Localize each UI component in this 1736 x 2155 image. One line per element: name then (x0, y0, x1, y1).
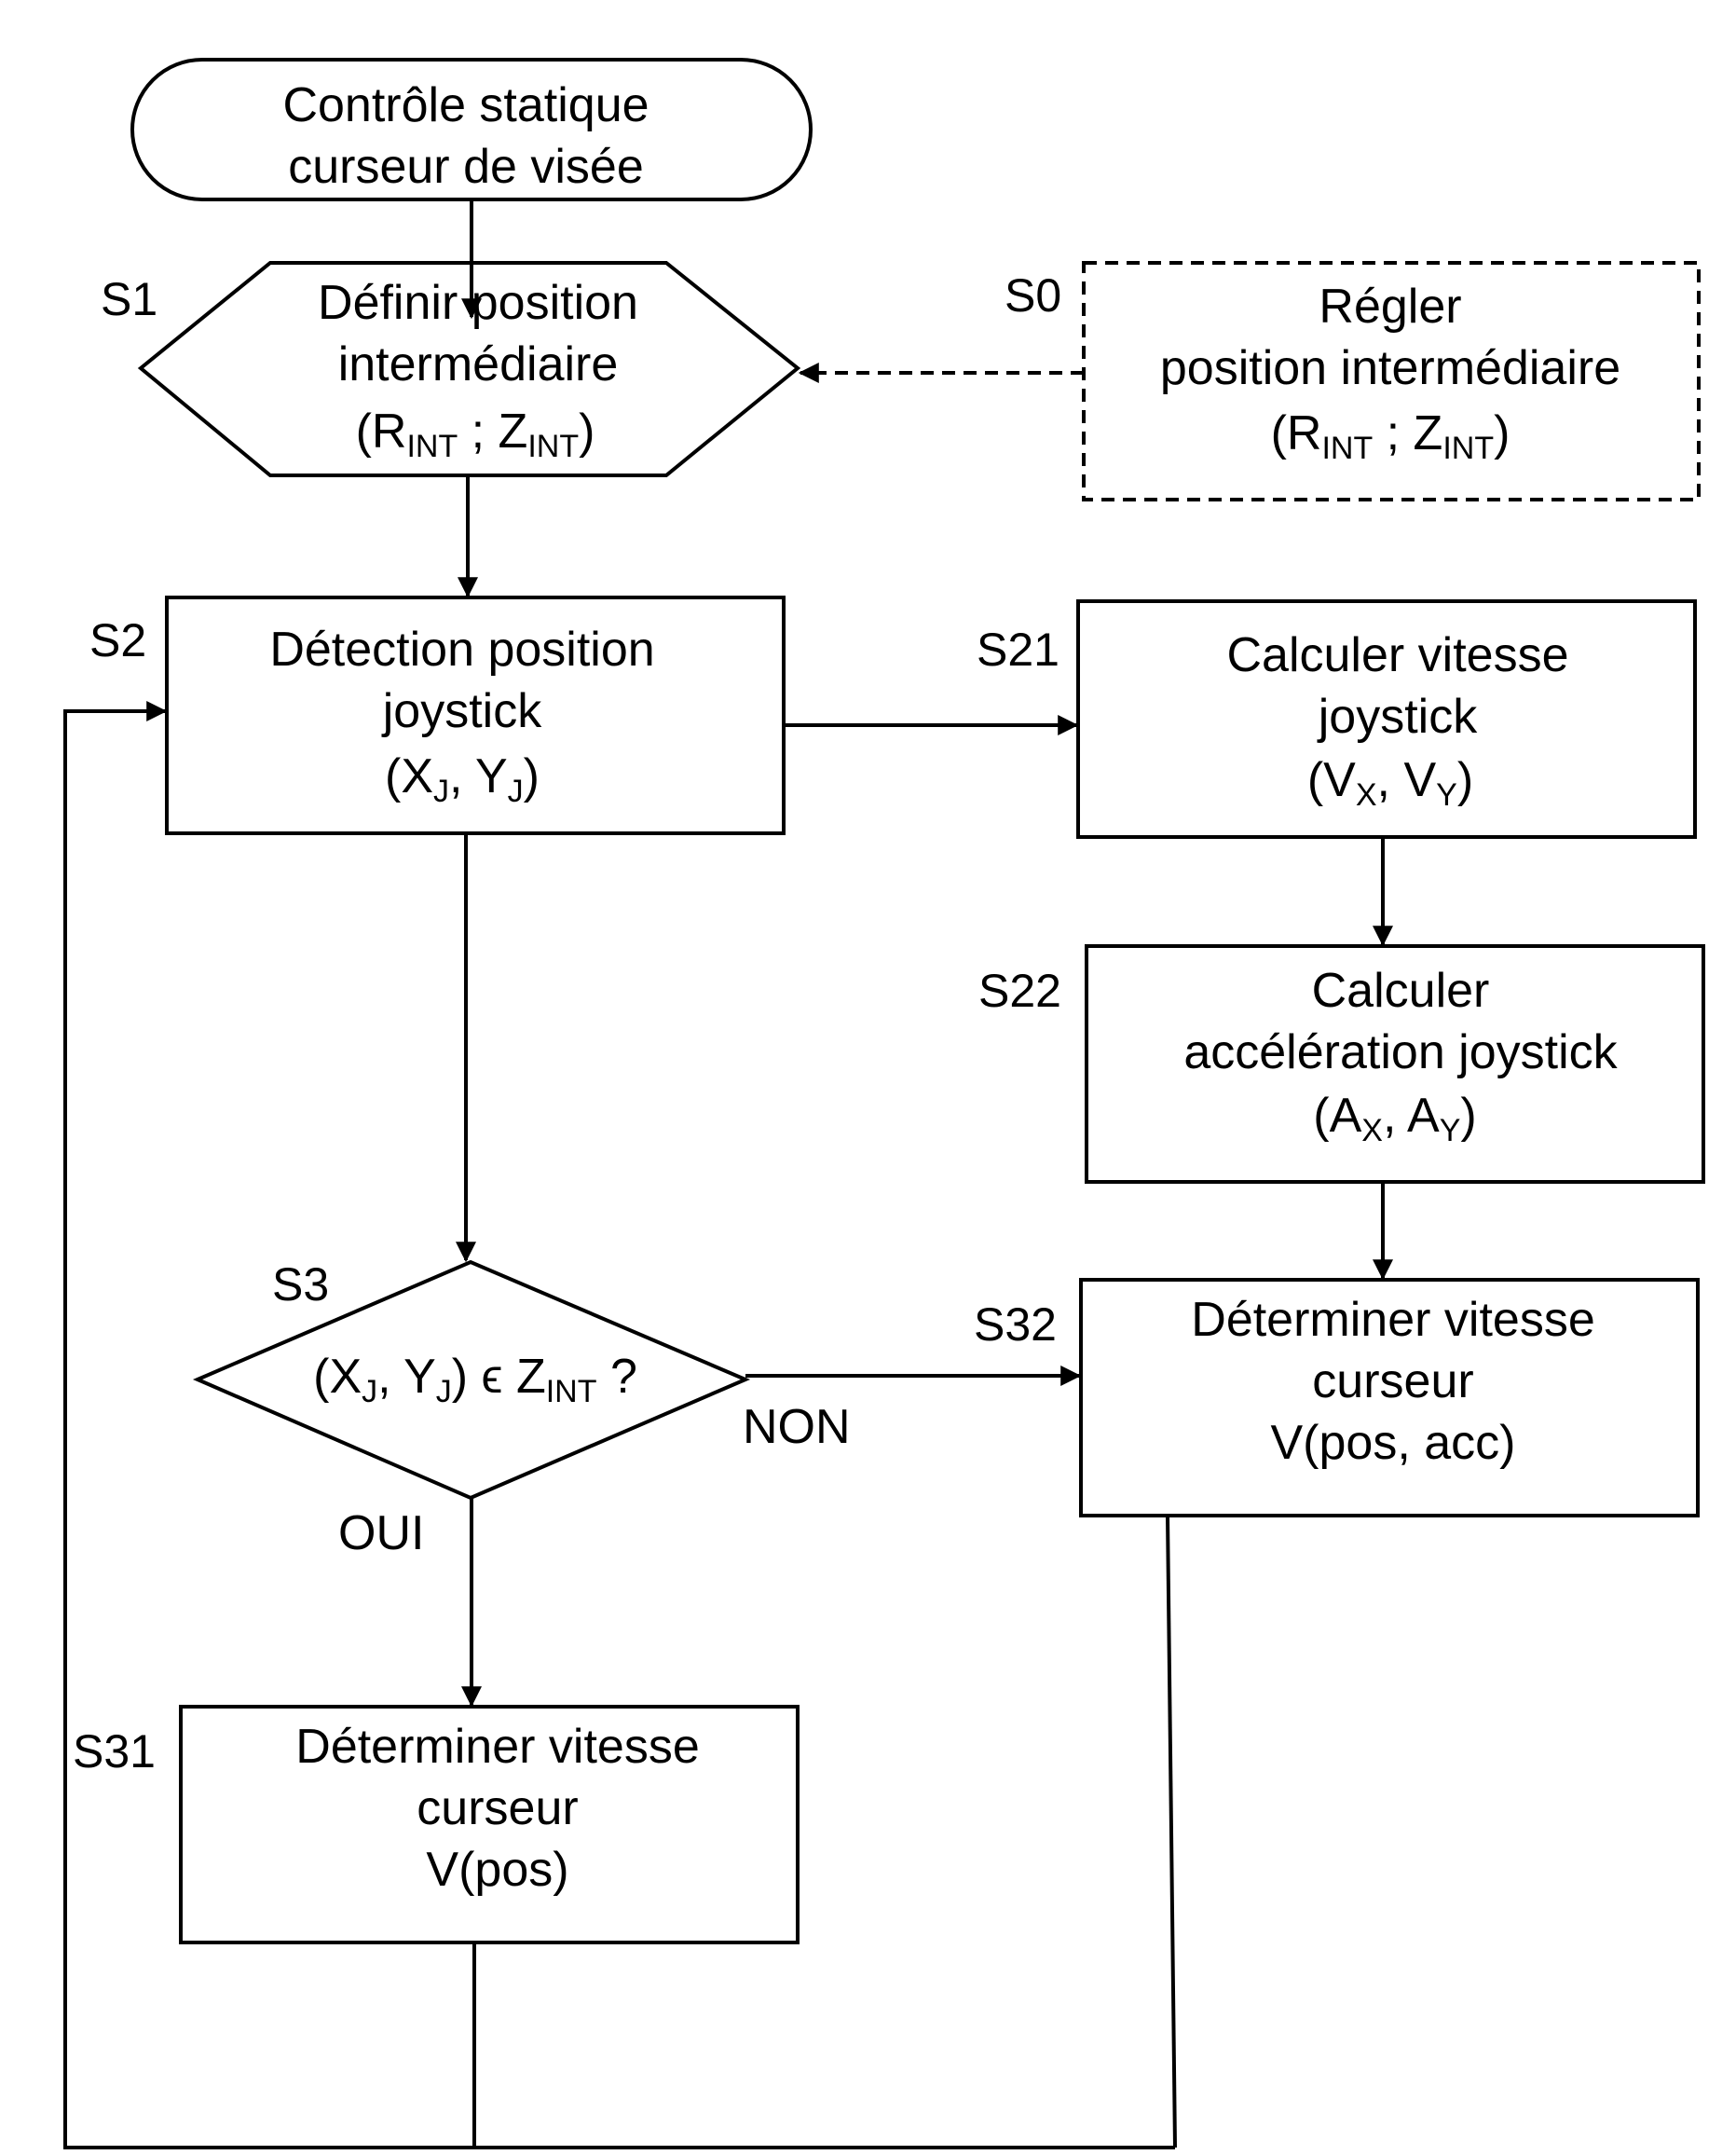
s0-line2: position intermédiaire (1160, 341, 1620, 395)
s2-step-label: S2 (89, 614, 146, 666)
s3-step-label: S3 (272, 1258, 329, 1311)
s32-line2: curseur (1312, 1354, 1473, 1408)
s0-line3: (RINT ; ZINT) (1271, 406, 1510, 466)
s22-step-label: S22 (978, 965, 1061, 1017)
s1-line3: (RINT ; ZINT) (356, 405, 595, 464)
s22-line3: (AX, AY) (1313, 1089, 1476, 1148)
s2-line1: Détection position (269, 623, 654, 677)
loop-return-line (65, 711, 1175, 2148)
s3-condition: (XJ, YJ) ϵ ZINT ? (313, 1350, 637, 1409)
s0-line1: Régler (1319, 280, 1461, 334)
s21-line3: (VX, VY) (1307, 753, 1473, 813)
s0-step-label: S0 (1005, 269, 1061, 322)
s2-line2: joystick (381, 684, 542, 738)
s21-line2: joystick (1317, 690, 1478, 744)
s22-line2: accélération joystick (1183, 1025, 1618, 1079)
s32-step-label: S32 (974, 1298, 1057, 1351)
s2-line3: (XJ, YJ) (385, 749, 540, 809)
branch-label-yes: OUI (338, 1506, 424, 1560)
start-line2: curseur de visée (288, 140, 644, 194)
s32-line1: Déterminer vitesse (1191, 1293, 1594, 1347)
branch-label-no: NON (743, 1400, 851, 1454)
loop-s32-bottom (1168, 1516, 1175, 2148)
s1-line2: intermédiaire (338, 337, 619, 391)
s21-step-label: S21 (977, 624, 1059, 676)
s22-line1: Calculer (1312, 964, 1490, 1018)
s1-step-label: S1 (101, 273, 157, 325)
s1-line1: Définir position (318, 276, 638, 330)
s32-line3: V(pos, acc) (1271, 1416, 1516, 1470)
s31-line1: Déterminer vitesse (295, 1720, 699, 1774)
s31-line2: curseur (417, 1781, 578, 1835)
start-line1: Contrôle statique (282, 78, 649, 132)
s31-step-label: S31 (73, 1725, 156, 1778)
s31-line3: V(pos) (426, 1843, 568, 1897)
s21-line1: Calculer vitesse (1226, 628, 1568, 682)
